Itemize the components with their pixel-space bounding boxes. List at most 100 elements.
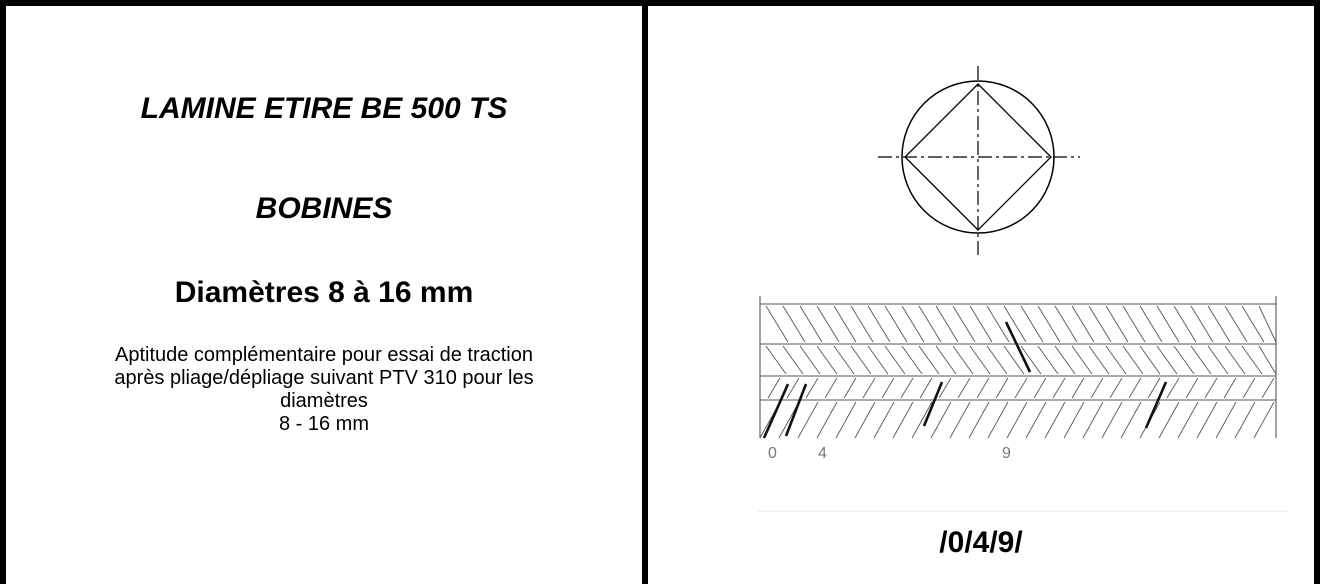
- rib-marker-stroke: [784, 383, 808, 437]
- rib-mid-hatch: [765, 345, 787, 375]
- rib-mid-hatch: [1173, 345, 1195, 375]
- rib-lower-hatch: [786, 377, 800, 399]
- rib-bottom-hatch: [1177, 401, 1199, 439]
- rib-upper-hatch: [884, 305, 908, 343]
- rib-upper-hatch: [765, 305, 789, 343]
- rib-lower-hatch: [1033, 377, 1047, 399]
- rib-upper-hatch: [1020, 305, 1044, 343]
- rib-mid-hatch: [1037, 345, 1059, 375]
- rib-bottom-hatch: [892, 401, 914, 439]
- rib-lower-hatch: [1261, 377, 1275, 399]
- rib-mid-hatch: [1258, 345, 1277, 375]
- rib-label-4: 4: [818, 445, 827, 462]
- rib-lower-hatch: [938, 377, 952, 399]
- rib-mid-hatch: [1241, 345, 1263, 375]
- rib-lower-hatch: [900, 377, 914, 399]
- rib-upper-hatch: [1088, 305, 1112, 343]
- rib-upper-hatch: [1241, 305, 1265, 343]
- rib-upper-hatch: [1258, 305, 1277, 343]
- rib-lower-hatch: [1147, 377, 1161, 399]
- rib-marker-stroke: [762, 383, 790, 439]
- rib-lower-hatch: [1223, 377, 1237, 399]
- rib-lower-hatch: [1242, 377, 1256, 399]
- rib-upper-hatch: [935, 305, 959, 343]
- left-panel: LAMINE ETIRE BE 500 TS BOBINES Diamètres…: [6, 6, 642, 584]
- rib-mid-hatch: [1088, 345, 1110, 375]
- rib-upper-hatch: [1224, 305, 1248, 343]
- rib-bottom-hatch: [1196, 401, 1218, 439]
- rib-bottom-hatch: [949, 401, 971, 439]
- rib-lower-hatch: [1185, 377, 1199, 399]
- rib-lower-hatch: [995, 377, 1009, 399]
- rib-bottom-hatch: [1082, 401, 1104, 439]
- rib-mid-hatch: [935, 345, 957, 375]
- rib-lower-hatch: [1166, 377, 1180, 399]
- rib-label-0: 0: [768, 445, 777, 462]
- rib-bottom-hatch: [1044, 401, 1066, 439]
- rib-upper-hatch: [1207, 305, 1231, 343]
- description-line: Aptitude complémentaire pour essai de tr…: [114, 344, 533, 366]
- rib-mid-hatch: [1122, 345, 1144, 375]
- rib-upper-hatch: [1071, 305, 1095, 343]
- rib-mid-hatch: [884, 345, 906, 375]
- rib-label-9: 9: [1002, 445, 1011, 462]
- rib-upper-hatch: [799, 305, 823, 343]
- rib-lower-hatch: [976, 377, 990, 399]
- rib-upper-hatch: [952, 305, 976, 343]
- rib-lower-hatch: [1071, 377, 1085, 399]
- product-title: LAMINE ETIRE BE 500 TS: [140, 92, 508, 125]
- description-line: diamètres: [280, 390, 368, 412]
- rib-lower-hatch: [843, 377, 857, 399]
- rib-lower-hatch: [1090, 377, 1104, 399]
- rib-bottom-hatch: [1158, 401, 1180, 439]
- rib-bottom-hatch: [797, 401, 819, 439]
- product-form: BOBINES: [255, 192, 393, 225]
- rib-lower-hatch: [957, 377, 971, 399]
- rib-upper-hatch: [1173, 305, 1197, 343]
- rib-bottom-hatch: [1025, 401, 1047, 439]
- rib-bottom-hatch: [1006, 401, 1028, 439]
- rib-mid-hatch: [1105, 345, 1127, 375]
- rib-upper-hatch: [1105, 305, 1129, 343]
- column-divider: [642, 0, 648, 584]
- rib-mid-hatch: [1071, 345, 1093, 375]
- rib-lower-hatch: [919, 377, 933, 399]
- rib-bottom-hatch: [816, 401, 838, 439]
- rib-upper-hatch: [833, 305, 857, 343]
- rib-mid-hatch: [1156, 345, 1178, 375]
- rib-upper-hatch: [969, 305, 993, 343]
- rib-bottom-hatch: [987, 401, 1009, 439]
- rib-lower-hatch: [767, 377, 781, 399]
- rib-mid-hatch: [850, 345, 872, 375]
- rib-upper-hatch: [1190, 305, 1214, 343]
- rib-bottom-hatch: [873, 401, 895, 439]
- rib-mid-hatch: [1190, 345, 1212, 375]
- rib-lower-hatch: [805, 377, 819, 399]
- rib-bottom-hatch: [1120, 401, 1142, 439]
- rib-upper-hatch: [1003, 305, 1027, 343]
- rib-lower-hatch: [1014, 377, 1028, 399]
- rib-mid-hatch: [918, 345, 940, 375]
- rib-mid-hatch: [969, 345, 991, 375]
- rib-mid-hatch: [986, 345, 1008, 375]
- rib-upper-hatch: [918, 305, 942, 343]
- rib-marker-stroke: [1144, 381, 1168, 429]
- rib-bottom-hatch: [1234, 401, 1256, 439]
- rib-mid-hatch: [952, 345, 974, 375]
- rib-mid-hatch: [867, 345, 889, 375]
- rib-upper-hatch: [986, 305, 1010, 343]
- rib-lower-hatch: [1109, 377, 1123, 399]
- rib-lower-hatch: [862, 377, 876, 399]
- technical-drawing: 0 4 9: [758, 66, 1288, 512]
- rib-mid-hatch: [816, 345, 838, 375]
- rib-lower-hatch: [824, 377, 838, 399]
- cross-section-drawing: [878, 66, 1080, 258]
- rib-upper-hatch: [782, 305, 806, 343]
- rib-mid-hatch: [1224, 345, 1246, 375]
- rib-upper-hatch: [850, 305, 874, 343]
- rib-pattern-drawing: [759, 296, 1277, 439]
- rib-mid-hatch: [782, 345, 804, 375]
- rib-bottom-hatch: [911, 401, 933, 439]
- rib-upper-hatch: [1037, 305, 1061, 343]
- rib-bottom-hatch: [1063, 401, 1085, 439]
